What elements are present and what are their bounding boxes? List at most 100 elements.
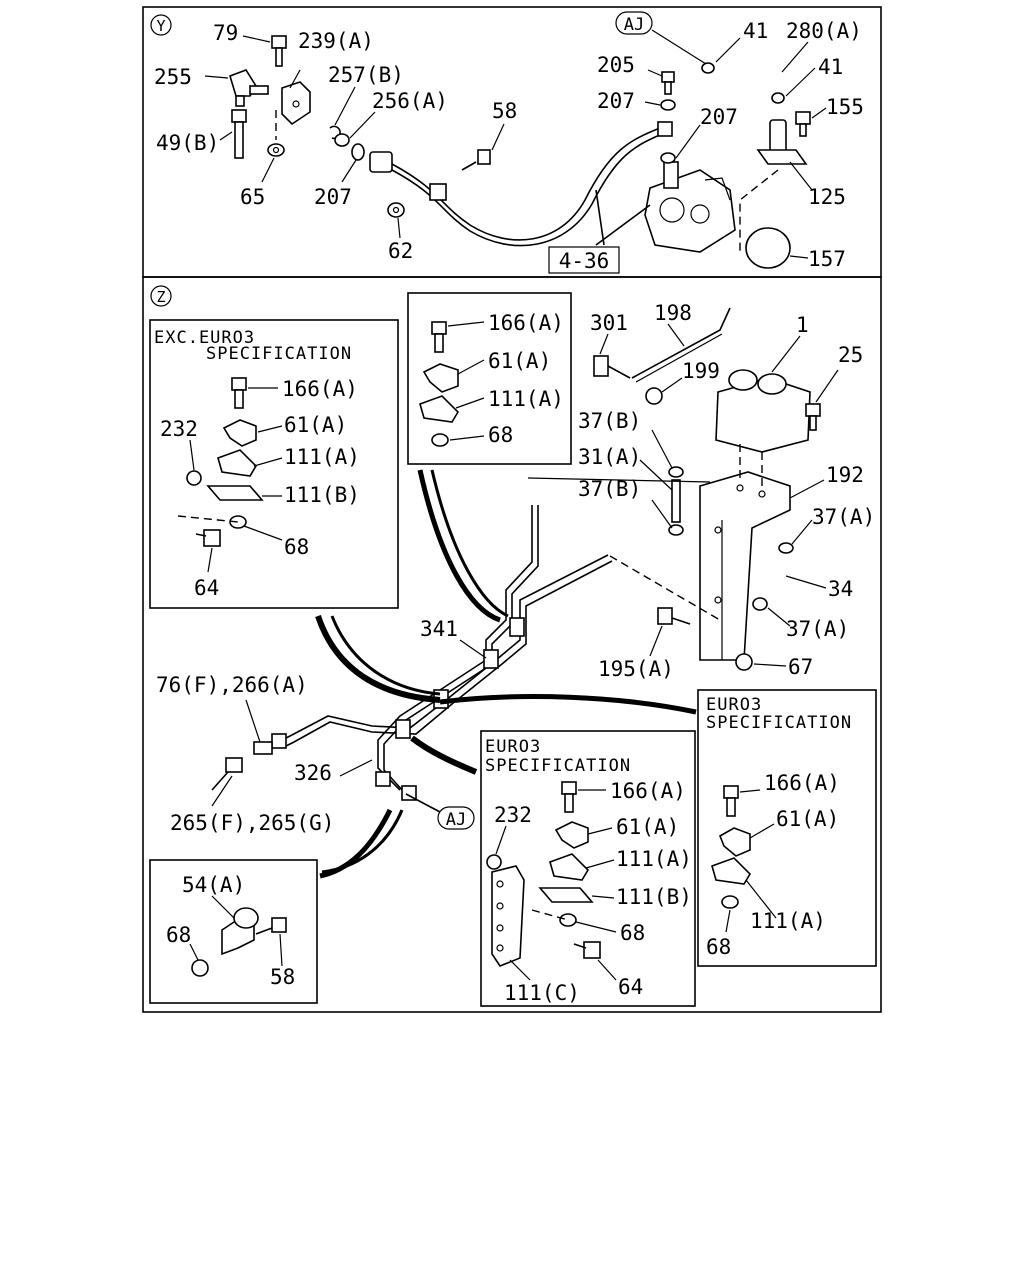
power-steering-pump [595,161,736,253]
label-ec-111b: 111(B) [616,885,692,909]
label-er-68: 68 [706,935,731,959]
label-ec-111a: 111(A) [616,847,692,871]
label-1: 1 [796,313,809,337]
pin-49b [219,109,247,159]
svg-text:EURO3: EURO3 [485,737,541,757]
label-62: 62 [388,239,413,263]
label-ec-61a: 61(A) [616,815,679,839]
label-bl-58: 58 [270,965,295,989]
washer-207-mid [644,99,676,111]
label-326: 326 [294,761,332,785]
label-34: 34 [828,577,853,601]
label-inset-111a: 111(A) [488,387,564,411]
aj-ref-tag-top: AJ [615,11,707,65]
label-198: 198 [654,301,692,325]
callout-sweep-euro3-right [439,694,697,715]
label-ec-111c: 111(C) [504,981,580,1005]
label-265f-265g: 265(F),265(G) [170,811,334,835]
pressure-hose [369,121,673,247]
label-ex-166a: 166(A) [282,377,358,401]
page-ref-4-36: 4-36 [548,246,620,274]
svg-text:Z: Z [156,288,165,306]
label-er-61a: 61(A) [776,807,839,831]
callout-sweep-euro3-center [410,735,478,775]
clamp-inset-box [407,292,572,465]
label-41-top: 41 [743,19,768,43]
bracket-125 [739,119,813,255]
exc-euro3-box: EXC.EURO3 SPECIFICATION [149,319,399,609]
label-31a: 31(A) [578,445,641,469]
callout-sweep-exc-2 [330,615,441,696]
label-207-right: 207 [700,105,738,129]
label-ex-111b: 111(B) [284,483,360,507]
svg-text:Y: Y [156,17,165,35]
label-inset-166a: 166(A) [488,311,564,335]
label-341: 341 [420,617,458,641]
label-bl-54a: 54(A) [182,873,245,897]
svg-text:SPECIFICATION: SPECIFICATION [485,756,631,776]
label-256a: 256(A) [372,89,448,113]
label-25: 25 [838,343,863,367]
callout-sweep-bottom-left [319,808,393,879]
aj-ref-tag-bottom: AJ [437,806,475,830]
euro3-right-box: EURO3 SPECIFICATION [697,689,877,967]
fitting-255 [204,69,269,107]
nut-65 [261,143,285,183]
label-37b-top: 37(B) [578,409,641,433]
svg-text:SPECIFICATION: SPECIFICATION [706,713,852,733]
clip-257b [329,86,356,140]
label-ex-232: 232 [160,417,198,441]
svg-text:SPECIFICATION: SPECIFICATION [206,344,352,364]
clip-54a-box [149,859,318,1004]
svg-text:EURO3: EURO3 [706,695,762,715]
pipe-assembly-341-326 [277,477,721,813]
callout-sweep-exc [315,615,441,703]
label-79: 79 [213,21,238,45]
label-37a-top: 37(A) [812,505,875,529]
label-207-mid: 207 [597,89,635,113]
label-257b: 257(B) [328,63,404,87]
label-ec-68: 68 [620,921,645,945]
label-ec-232: 232 [494,803,532,827]
label-239a: 239(A) [298,29,374,53]
bracket-239a [281,69,311,126]
label-49b: 49(B) [156,131,219,155]
o-ring-157 [745,227,809,269]
bolt-58 [461,123,505,171]
label-65: 65 [240,185,265,209]
label-199: 199 [682,359,720,383]
panel-z-frame [142,276,882,1013]
callout-sweep-top-inset-2 [430,469,509,618]
reservoir-assembly [593,307,839,671]
svg-text:4-36: 4-36 [559,249,610,273]
nut-62 [387,202,405,239]
bolt-79 [242,35,287,67]
bolt-205 [647,69,675,95]
label-ec-166a: 166(A) [610,779,686,803]
label-inset-68: 68 [488,423,513,447]
label-195a: 195(A) [598,657,674,681]
svg-text:AJ: AJ [446,810,466,830]
label-58: 58 [492,99,517,123]
label-ex-64: 64 [194,576,219,600]
label-67: 67 [788,655,813,679]
label-207-left: 207 [314,185,352,209]
panel-z-marker: Z [150,285,172,307]
label-inset-61a: 61(A) [488,349,551,373]
label-ec-64: 64 [618,975,643,999]
label-ex-61a: 61(A) [284,413,347,437]
washer-256a [334,111,376,147]
label-ex-111a: 111(A) [284,445,360,469]
label-41-mid: 41 [818,55,843,79]
label-280a: 280(A) [786,19,862,43]
bolt-155 [795,107,827,137]
label-37a-bottom: 37(A) [786,617,849,641]
panel-y-marker: Y [150,14,172,36]
return-hose-280a [701,37,816,104]
label-157: 157 [808,247,846,271]
fitting-265-76 [211,699,287,807]
label-205: 205 [597,53,635,77]
callout-sweep-bottom-left-2 [321,809,404,874]
svg-text:EXC.EURO3: EXC.EURO3 [154,328,255,348]
